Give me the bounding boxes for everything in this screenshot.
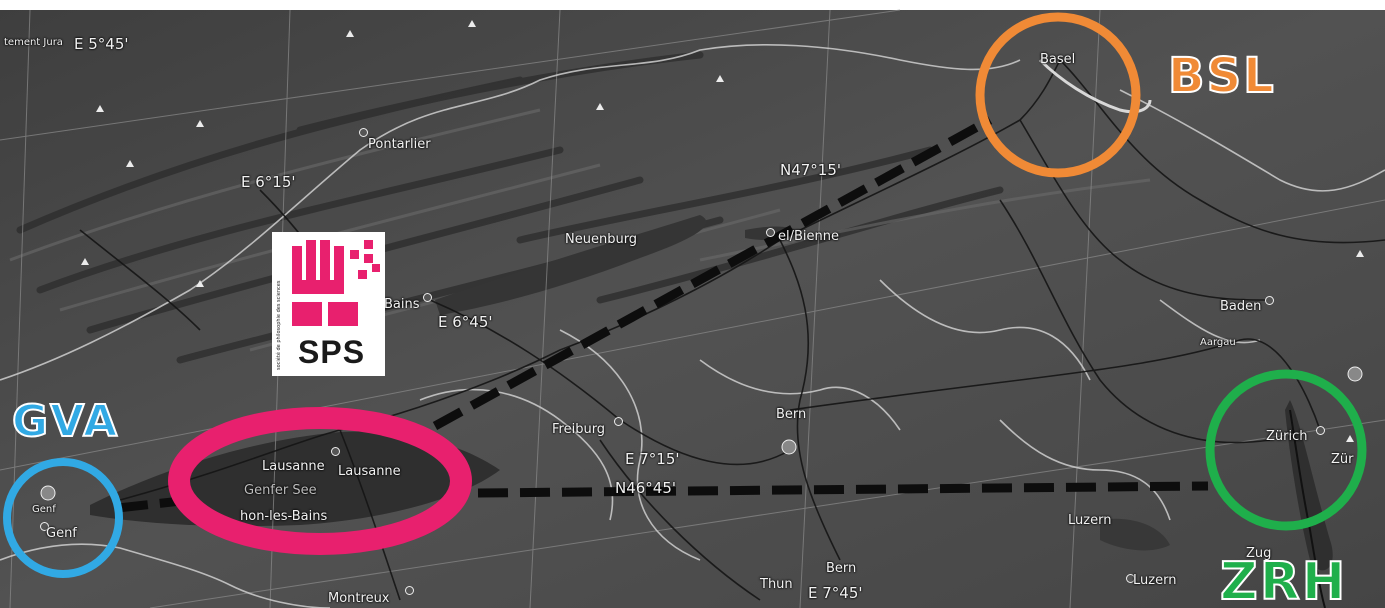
graticule — [0, 9, 1385, 608]
place-basel: Basel — [1040, 52, 1076, 67]
place-genf-2: Genf — [46, 526, 77, 541]
city-marker — [1316, 426, 1325, 435]
place-zur: Zür — [1331, 452, 1354, 467]
place-lausanne-2: Lausanne — [338, 464, 401, 479]
airport-markers — [40, 366, 1363, 501]
city-marker — [40, 522, 49, 531]
sps-text: SPS — [298, 334, 366, 370]
lake-lucerne — [1100, 518, 1170, 551]
city-marker — [405, 586, 414, 595]
route-to-zurich — [477, 481, 1209, 498]
place-luzern-1: Luzern — [1068, 513, 1112, 528]
city-marker — [423, 293, 432, 302]
coord-n4715: N47°15' — [780, 161, 842, 179]
city-marker — [359, 128, 368, 137]
place-montreux: Montreux — [328, 591, 390, 606]
place-biel: el/Bienne — [778, 229, 839, 244]
place-zug: Zug — [1246, 546, 1272, 561]
sps-logo-mark — [292, 240, 380, 326]
coord-e615: E 6°15' — [241, 173, 296, 191]
gva-code-label: GVA — [11, 396, 120, 447]
place-thonon: hon-les-Bains — [240, 509, 328, 524]
place-bern-2: Bern — [826, 561, 857, 576]
city-marker — [331, 447, 340, 456]
sps-logo: société de philosophie des sciences SPS — [272, 232, 385, 376]
place-neuenburg: Neuenburg — [565, 232, 638, 247]
place-jura: tement Jura — [4, 37, 63, 48]
zrh-code-label: ZRH — [1219, 552, 1348, 608]
place-genf-1: Genf — [32, 504, 56, 515]
coord-e545: E 5°45' — [74, 35, 129, 53]
place-aargau: Aargau — [1200, 337, 1236, 348]
city-marker — [614, 417, 623, 426]
coord-n4645: N46°45' — [615, 479, 677, 497]
coord-e715: E 7°15' — [625, 450, 680, 468]
place-thun: Thun — [760, 577, 793, 592]
route-to-basel — [432, 116, 993, 430]
coord-e745: E 7°45' — [808, 584, 863, 602]
place-bern: Bern — [776, 407, 807, 422]
top-margin — [0, 0, 1385, 10]
place-luzern-2: Luzern — [1133, 573, 1177, 588]
coord-e645: E 6°45' — [438, 313, 493, 331]
place-zurich: Zürich — [1266, 429, 1308, 444]
bsl-code-label: BSL — [1167, 48, 1276, 104]
lausanne-venue-ellipse — [168, 407, 472, 555]
jura-ridges — [16, 51, 1004, 364]
city-marker — [1126, 574, 1135, 583]
bsl-highlight-circle — [975, 12, 1141, 178]
place-freiburg: Freiburg — [552, 422, 606, 437]
borders — [0, 44, 1385, 608]
peak-markers — [81, 20, 1364, 442]
rhine-river — [1038, 58, 1152, 114]
place-bains: Bains — [384, 297, 420, 312]
sps-vertical-text: société de philosophie des sciences — [276, 280, 282, 370]
city-marker — [766, 228, 775, 237]
place-baden: Baden — [1220, 299, 1262, 314]
place-genfer-see: Genfer See — [244, 483, 317, 498]
lake-zurich — [1285, 400, 1333, 571]
gva-highlight-circle — [3, 458, 123, 578]
city-marker — [1265, 296, 1274, 305]
zrh-highlight-circle — [1205, 369, 1367, 531]
lake-neuchatel — [435, 215, 707, 315]
place-pontarlier: Pontarlier — [368, 137, 431, 152]
place-lausanne-1: Lausanne — [262, 459, 325, 474]
